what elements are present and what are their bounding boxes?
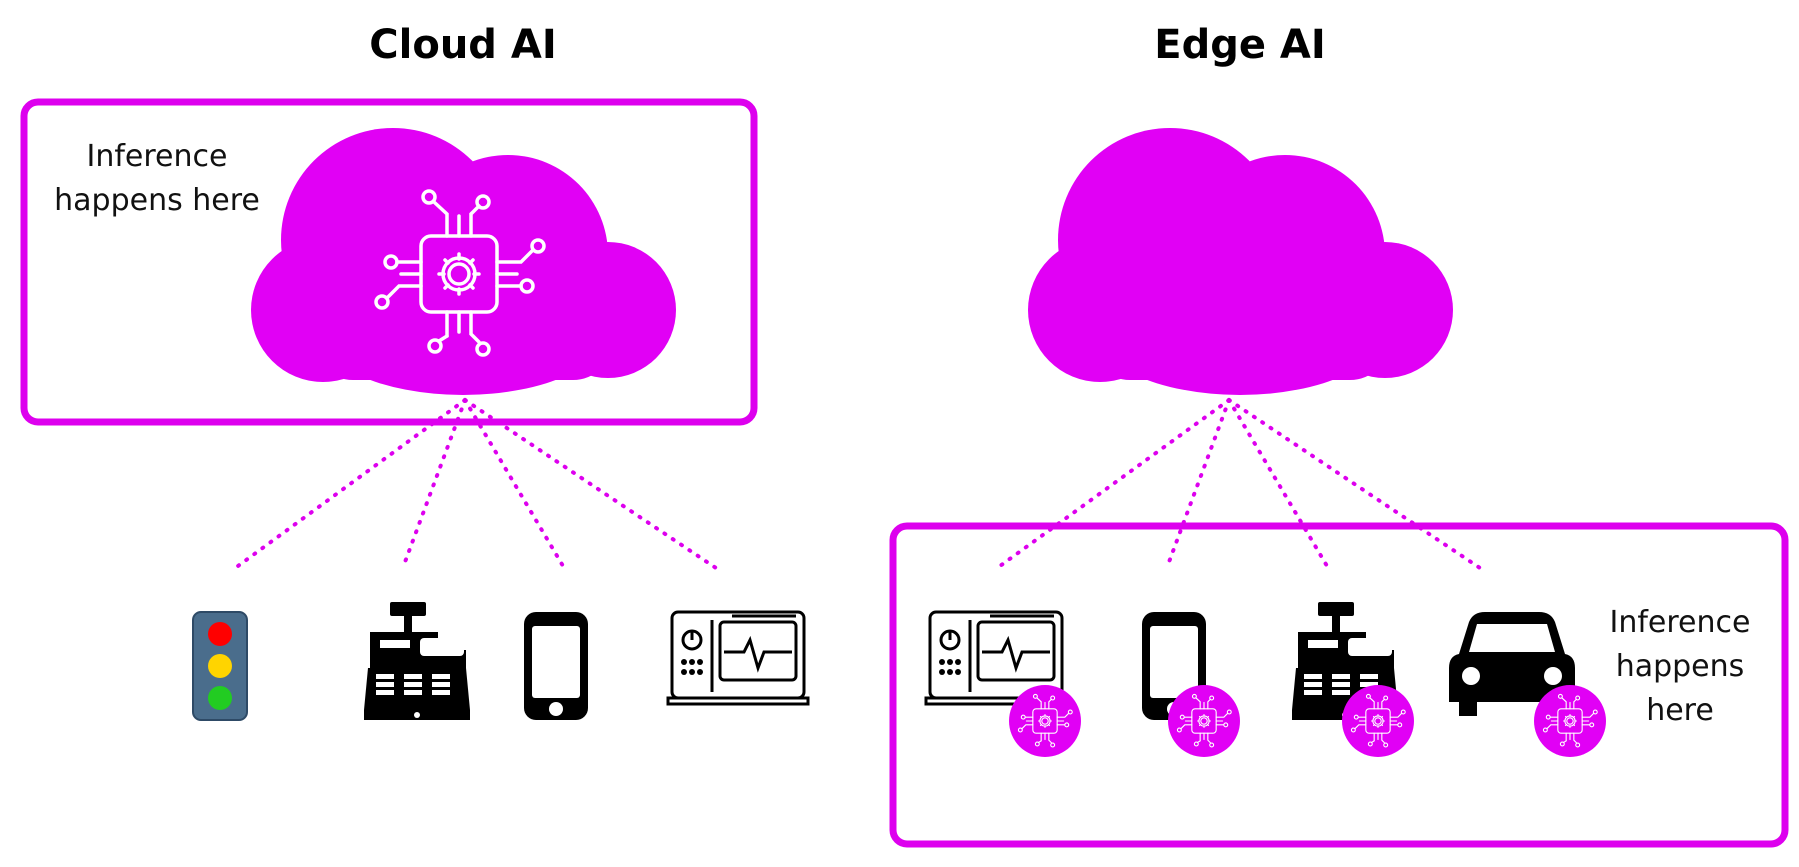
connection-line — [463, 398, 718, 570]
connection-line — [1167, 398, 1231, 564]
cash-register-icon — [364, 602, 470, 720]
cloud-inference-note-line1: Inference — [87, 139, 228, 174]
connection-line — [1227, 398, 1482, 570]
cloud-inference-note-line2: happens here — [54, 183, 260, 218]
cloud-ai-cloud — [251, 128, 676, 395]
edge-chip-badge-icon — [1168, 685, 1240, 757]
edge-inference-note-line2: happens — [1616, 649, 1745, 684]
edge-inference-note-line3: here — [1646, 693, 1714, 728]
connection-line — [403, 398, 467, 564]
traffic-light-icon — [192, 611, 248, 721]
smartphone-icon — [524, 612, 588, 720]
connection-line — [1227, 398, 1329, 568]
connection-line — [463, 398, 565, 568]
edge-ai-title: Edge AI — [1154, 22, 1325, 68]
cloud-ai-title: Cloud AI — [369, 22, 556, 68]
edge-inference-box — [889, 522, 1789, 848]
connection-line — [236, 398, 467, 568]
edge-chip-badge-icon — [1009, 685, 1081, 757]
edge-ai-cloud — [1028, 128, 1453, 395]
connection-line — [998, 398, 1231, 568]
edge-chip-badge-icon — [1534, 685, 1606, 757]
edge-connections — [998, 398, 1482, 570]
edge-inference-note-line1: Inference — [1610, 605, 1751, 640]
cloud-inference-box — [20, 98, 758, 426]
edge-chip-badge-icon — [1342, 685, 1414, 757]
control-panel-icon — [666, 610, 810, 706]
cloud-connections — [236, 398, 718, 570]
